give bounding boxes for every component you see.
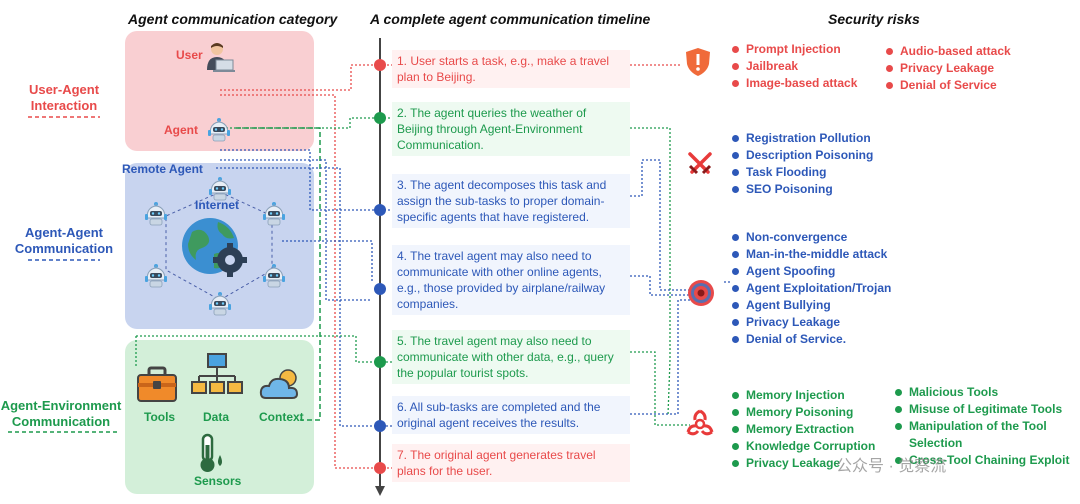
category-user-agent: User-Agent Interaction xyxy=(14,82,114,114)
risk-list-user-agent-1: Prompt Injection Jailbreak Image-based a… xyxy=(730,41,857,92)
agent-robot-icon xyxy=(207,117,231,142)
timeline-step-7: 7. The original agent generates travel p… xyxy=(392,444,630,482)
risk-item: Jailbreak xyxy=(730,58,857,75)
node-label-tools: Tools xyxy=(144,410,176,424)
node-label-data: Data xyxy=(203,410,230,424)
risk-list-registration: Registration Pollution Description Poiso… xyxy=(730,130,873,198)
risk-item: Audio-based attack xyxy=(884,43,1011,60)
node-label-user: User xyxy=(176,48,203,62)
node-label-context: Context xyxy=(259,410,304,424)
risk-item: Privacy Leakage xyxy=(730,314,891,331)
node-label-agent: Agent xyxy=(164,123,198,137)
remote-agent-left-top-icon xyxy=(144,201,168,226)
risk-item: Denial of Service xyxy=(884,77,1011,94)
cloud-sun-icon xyxy=(259,369,299,399)
category-user-agent-label: User-Agent Interaction xyxy=(28,82,100,113)
timeline-step-2: 2. The agent queries the weather of Beij… xyxy=(392,102,630,156)
watermark: 公众号 · 觉察流 xyxy=(836,452,946,476)
risk-list-user-agent-2: Audio-based attack Privacy Leakage Denia… xyxy=(884,43,1011,94)
remote-agent-bottom-icon xyxy=(208,291,232,316)
category-agent-agent-label: Agent-Agent Communication xyxy=(14,225,114,256)
category-agent-environment: Agent-Environment Communication xyxy=(0,398,122,430)
risk-item: Agent Spoofing xyxy=(730,263,891,280)
risk-item: Memory Poisoning xyxy=(730,404,875,421)
node-label-remote-agent: Remote Agent xyxy=(122,162,203,176)
risk-item: Memory Extraction xyxy=(730,421,875,438)
timeline-step-1: 1. User starts a task, e.g., make a trav… xyxy=(392,50,630,88)
thermometer-icon xyxy=(200,433,222,472)
risk-item: Agent Bullying xyxy=(730,297,891,314)
risk-item: Registration Pollution xyxy=(730,130,873,147)
header-category: Agent communication category xyxy=(128,11,338,27)
risk-item: Privacy Leakage xyxy=(884,60,1011,77)
risk-item: Knowledge Corruption xyxy=(730,438,875,455)
risk-item: Denial of Service. xyxy=(730,331,891,348)
category-agent-environment-label: Agent-Environment Communication xyxy=(0,398,122,429)
risk-item: Task Flooding xyxy=(730,164,873,181)
node-label-internet: Internet xyxy=(195,198,240,212)
risk-item: Malicious Tools xyxy=(893,384,1079,401)
category-agent-agent: Agent-Agent Communication xyxy=(14,225,114,257)
remote-agent-left-bottom-icon xyxy=(144,263,168,288)
risk-item: Prompt Injection xyxy=(730,41,857,58)
risk-list-env-2: Malicious Tools Misuse of Legitimate Too… xyxy=(893,384,1079,469)
risk-item: Misuse of Legitimate Tools xyxy=(893,401,1079,418)
risk-item: Cross-Tool Chaining Exploit xyxy=(893,452,1079,469)
crossed-swords-icon xyxy=(688,152,712,175)
toolbox-icon xyxy=(137,366,177,402)
risk-item: Non-convergence xyxy=(730,229,891,246)
risk-item: SEO Poisoning xyxy=(730,181,873,198)
remote-agent-right-bottom-icon xyxy=(262,263,286,288)
risk-item: Description Poisoning xyxy=(730,147,873,164)
user-laptop-icon xyxy=(207,43,235,72)
risk-list-env-1: Memory Injection Memory Poisoning Memory… xyxy=(730,387,875,472)
watermark-text: 公众号 · 觉察流 xyxy=(836,458,947,475)
biohazard-icon xyxy=(686,409,714,436)
node-label-sensors: Sensors xyxy=(194,474,242,488)
target-icon xyxy=(688,280,714,306)
globe-gear-icon xyxy=(182,218,247,277)
remote-agent-right-top-icon xyxy=(262,201,286,226)
shield-warning-icon xyxy=(686,48,710,76)
risk-item: Manipulation of the Tool Selection xyxy=(893,418,1079,452)
timeline-step-6: 6. All sub-tasks are completed and the o… xyxy=(392,396,630,434)
timeline-step-4: 4. The travel agent may also need to com… xyxy=(392,245,630,315)
risk-item: Privacy Leakage xyxy=(730,455,875,472)
network-monitor-icon xyxy=(191,353,243,394)
header-security-risks: Security risks xyxy=(828,11,920,27)
risk-list-agent-agent: Non-convergence Man-in-the-middle attack… xyxy=(730,229,891,348)
risk-item: Agent Exploitation/Trojan xyxy=(730,280,891,297)
risk-item: Image-based attack xyxy=(730,75,857,92)
timeline-step-5: 5. The travel agent may also need to com… xyxy=(392,330,630,384)
header-timeline: A complete agent communication timeline xyxy=(370,11,651,27)
timeline-step-3: 3. The agent decomposes this task and as… xyxy=(392,174,630,228)
risk-item: Memory Injection xyxy=(730,387,875,404)
risk-item: Man-in-the-middle attack xyxy=(730,246,891,263)
